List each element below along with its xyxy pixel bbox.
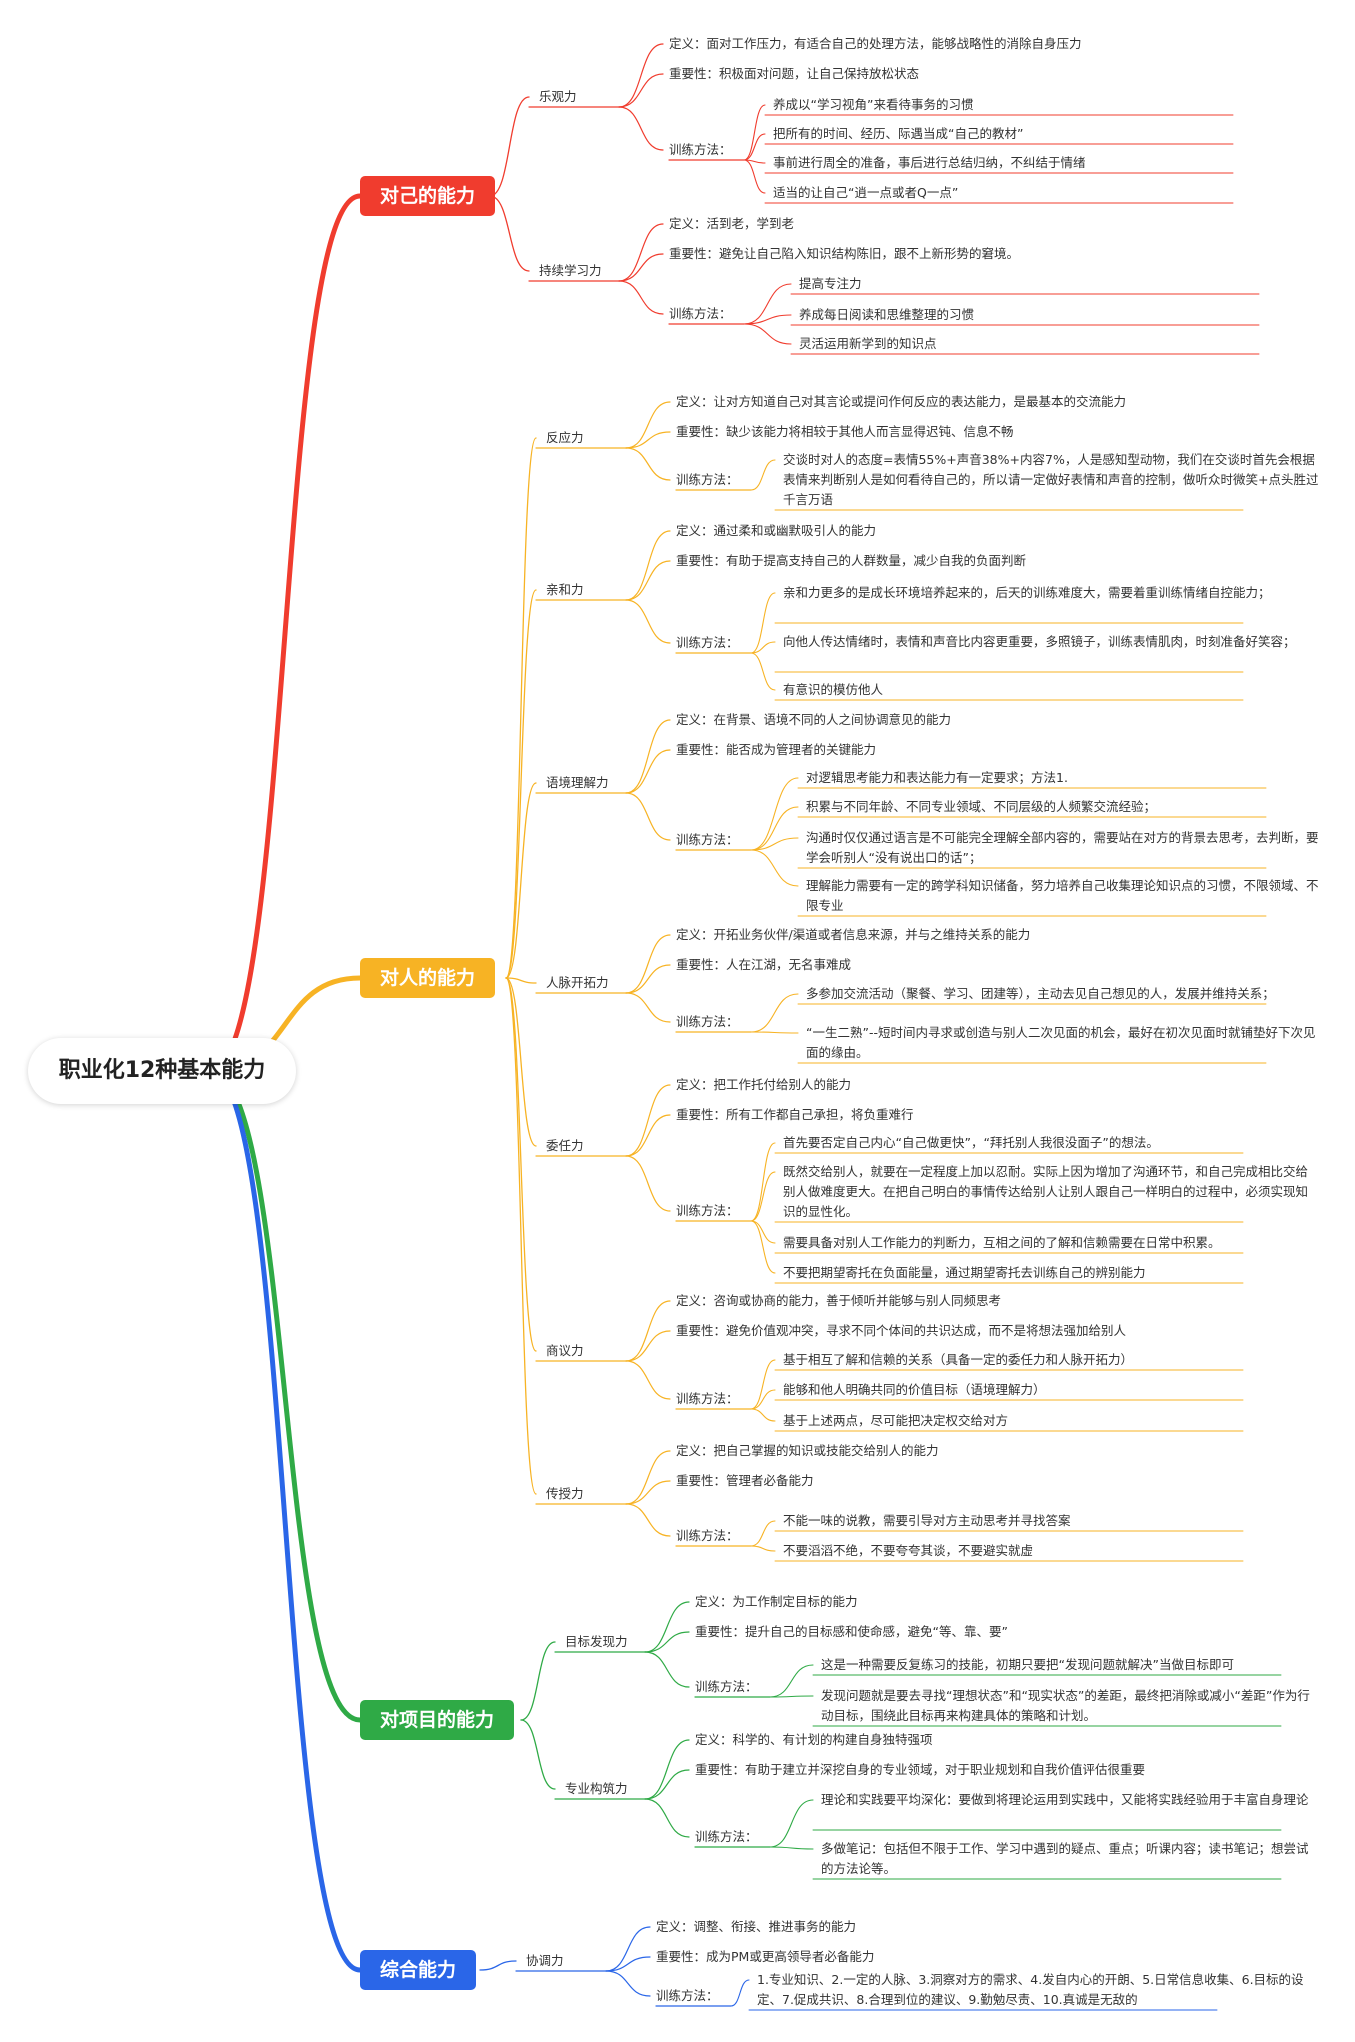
topic-0-1[interactable]: 持续学习力 — [539, 263, 602, 278]
method-3-0-0: 1.专业知识、2.一定的人脉、3.洞察对方的需求、4.发自内心的开朗、5.日常信… — [757, 1972, 1304, 2007]
importance-1-2: 重要性：能否成为管理者的关键能力 — [676, 742, 877, 757]
method-1-5-0: 基于相互了解和信赖的关系（具备一定的委任力和人脉开拓力） — [783, 1352, 1134, 1367]
training-label-1-6: 训练方法： — [676, 1528, 739, 1543]
method-0-0-1: 把所有的时间、经历、际遇当成“自己的教材” — [773, 126, 1024, 141]
topic-2-0[interactable]: 目标发现力 — [565, 1634, 628, 1649]
method-1-4-3: 不要把期望寄托在负面能量，通过期望寄托去训练自己的辨别能力 — [783, 1265, 1146, 1280]
topic-1-4[interactable]: 委任力 — [546, 1138, 584, 1153]
method-1-4-0: 首先要否定自己内心“自己做更快”，“拜托别人我很没面子”的想法。 — [783, 1135, 1159, 1150]
topic-1-5[interactable]: 商议力 — [546, 1343, 584, 1358]
definition-1-5: 定义：咨询或协商的能力，善于倾听并能够与别人同频思考 — [676, 1293, 1002, 1308]
training-label-3-0: 训练方法： — [656, 1988, 719, 2003]
importance-1-3: 重要性：人在江湖，无名事难成 — [676, 957, 852, 972]
topic-1-0[interactable]: 反应力 — [546, 430, 584, 445]
definition-0-0: 定义：面对工作压力，有适合自己的处理方法，能够战略性的消除自身压力 — [669, 36, 1082, 51]
method-1-2-0: 对逻辑思考能力和表达能力有一定要求；方法1. — [806, 770, 1068, 785]
importance-1-1: 重要性：有助于提高支持自己的人群数量，减少自我的负面判断 — [676, 553, 1027, 568]
method-0-1-1: 养成每日阅读和思维整理的习惯 — [799, 307, 975, 322]
method-0-0-0: 养成以“学习视角”来看待事务的习惯 — [773, 97, 974, 112]
definition-1-2: 定义：在背景、语境不同的人之间协调意见的能力 — [676, 712, 952, 727]
topic-1-6[interactable]: 传授力 — [546, 1486, 584, 1501]
definition-1-1: 定义：通过柔和或幽默吸引人的能力 — [676, 523, 877, 538]
training-label-0-1: 训练方法： — [669, 306, 732, 321]
definition-2-1: 定义：科学的、有计划的构建自身独特强项 — [695, 1732, 933, 1747]
importance-1-4: 重要性：所有工作都自己承担，将负重难行 — [676, 1107, 914, 1122]
training-label-1-3: 训练方法： — [676, 1014, 739, 1029]
topic-1-2[interactable]: 语境理解力 — [546, 775, 609, 790]
method-2-0-1: 发现问题就是要去寻找“理想状态”和“现实状态”的差距，最终把消除或减小“差距”作… — [821, 1688, 1310, 1723]
importance-1-0: 重要性：缺少该能力将相较于其他人而言显得迟钝、信息不畅 — [676, 424, 1014, 439]
importance-1-5: 重要性：避免价值观冲突，寻求不同个体间的共识达成，而不是将想法强加给别人 — [676, 1323, 1127, 1338]
importance-2-0: 重要性：提升自己的目标感和使命感，避免“等、靠、要” — [695, 1624, 1008, 1639]
method-2-0-0: 这是一种需要反复练习的技能，初期只要把“发现问题就解决”当做目标即可 — [821, 1657, 1234, 1672]
method-0-1-2: 灵活运用新学到的知识点 — [799, 336, 937, 351]
definition-1-4: 定义：把工作托付给别人的能力 — [676, 1077, 852, 1092]
method-0-0-2: 事前进行周全的准备，事后进行总结归纳，不纠结于情绪 — [773, 155, 1086, 170]
definition-1-3: 定义：开拓业务伙伴/渠道或者信息来源，并与之维持关系的能力 — [676, 927, 1031, 942]
method-1-1-1: 向他人传达情绪时，表情和声音比内容更重要，多照镜子，训练表情肌肉，时刻准备好笑容… — [783, 634, 1296, 649]
training-label-1-1: 训练方法： — [676, 635, 739, 650]
importance-1-6: 重要性：管理者必备能力 — [676, 1473, 814, 1488]
method-1-2-3: 理解能力需要有一定的跨学科知识储备，努力培养自己收集理论知识点的习惯，不限领域、… — [806, 878, 1319, 913]
topic-2-1[interactable]: 专业构筑力 — [565, 1781, 628, 1796]
branch-node-general[interactable]: 综合能力 — [360, 1950, 477, 1990]
importance-3-0: 重要性：成为PM或更高领导者必备能力 — [656, 1949, 875, 1964]
topic-3-0[interactable]: 协调力 — [526, 1953, 564, 1968]
training-label-2-0: 训练方法： — [695, 1679, 758, 1694]
training-label-1-4: 训练方法： — [676, 1203, 739, 1218]
training-label-0-0: 训练方法： — [669, 142, 732, 157]
importance-0-1: 重要性：避免让自己陷入知识结构陈旧，跟不上新形势的窘境。 — [669, 246, 1020, 261]
definition-3-0: 定义：调整、衔接、推进事务的能力 — [656, 1919, 857, 1934]
training-label-2-1: 训练方法： — [695, 1829, 758, 1844]
method-1-2-1: 积累与不同年龄、不同专业领域、不同层级的人频繁交流经验； — [806, 799, 1157, 814]
method-0-0-3: 适当的让自己“逍一点或者Q一点” — [773, 185, 959, 200]
training-label-1-0: 训练方法： — [676, 472, 739, 487]
topic-0-0[interactable]: 乐观力 — [539, 89, 577, 104]
method-1-1-2: 有意识的模仿他人 — [783, 682, 884, 697]
importance-2-1: 重要性：有助于建立并深挖自身的专业领域，对于职业规划和自我价值评估很重要 — [695, 1762, 1146, 1777]
method-2-1-0: 理论和实践要平均深化：要做到将理论运用到实践中，又能将实践经验用于丰富自身理论 — [821, 1792, 1309, 1807]
method-1-5-2: 基于上述两点，尽可能把决定权交给对方 — [783, 1413, 1009, 1428]
definition-0-1: 定义：活到老，学到老 — [669, 216, 795, 231]
topic-1-1[interactable]: 亲和力 — [546, 582, 584, 597]
method-1-4-2: 需要具备对别人工作能力的判断力，互相之间的了解和信赖需要在日常中积累。 — [783, 1235, 1221, 1250]
method-1-1-0: 亲和力更多的是成长环境培养起来的，后天的训练难度大，需要着重训练情绪自控能力； — [783, 585, 1271, 600]
training-label-1-2: 训练方法： — [676, 832, 739, 847]
method-1-4-1: 既然交给别人，就要在一定程度上加以忍耐。实际上因为增加了沟通环节，和自己完成相比… — [783, 1164, 1309, 1219]
branch-node-project[interactable]: 对项目的能力 — [360, 1700, 515, 1740]
method-1-5-1: 能够和他人明确共同的价值目标（语境理解力） — [783, 1382, 1046, 1397]
root-node[interactable]: 职业化12种基本能力 — [28, 1038, 296, 1104]
method-0-1-0: 提高专注力 — [799, 276, 862, 291]
method-2-1-1: 多做笔记：包括但不限于工作、学习中遇到的疑点、重点；听课内容；读书笔记；想尝试的… — [821, 1841, 1309, 1876]
definition-2-0: 定义：为工作制定目标的能力 — [695, 1594, 858, 1609]
method-1-3-1: “一生二熟”--短时间内寻求或创造与别人二次见面的机会，最好在初次见面时就铺垫好… — [806, 1025, 1316, 1060]
method-1-2-2: 沟通时仅仅通过语言是不可能完全理解全部内容的，需要站在对方的背景去思考，去判断，… — [806, 830, 1319, 865]
training-label-1-5: 训练方法： — [676, 1391, 739, 1406]
importance-0-0: 重要性：积极面对问题，让自己保持放松状态 — [669, 66, 920, 81]
branch-node-self[interactable]: 对己的能力 — [360, 176, 496, 216]
definition-1-0: 定义：让对方知道自己对其言论或提问作何反应的表达能力，是最基本的交流能力 — [676, 394, 1127, 409]
method-1-0-0: 交谈时对人的态度=表情55%+声音38%+内容7%，人是感知型动物，我们在交谈时… — [783, 452, 1319, 507]
method-1-3-0: 多参加交流活动（聚餐、学习、团建等），主动去见自己想见的人，发展并维持关系； — [806, 986, 1275, 1001]
method-1-6-0: 不能一味的说教，需要引导对方主动思考并寻找答案 — [783, 1513, 1071, 1528]
branch-node-people[interactable]: 对人的能力 — [360, 958, 496, 998]
definition-1-6: 定义：把自己掌握的知识或技能交给别人的能力 — [676, 1443, 939, 1458]
method-1-6-1: 不要滔滔不绝，不要夸夸其谈，不要避实就虚 — [783, 1543, 1034, 1558]
topic-1-3[interactable]: 人脉开拓力 — [546, 975, 609, 990]
